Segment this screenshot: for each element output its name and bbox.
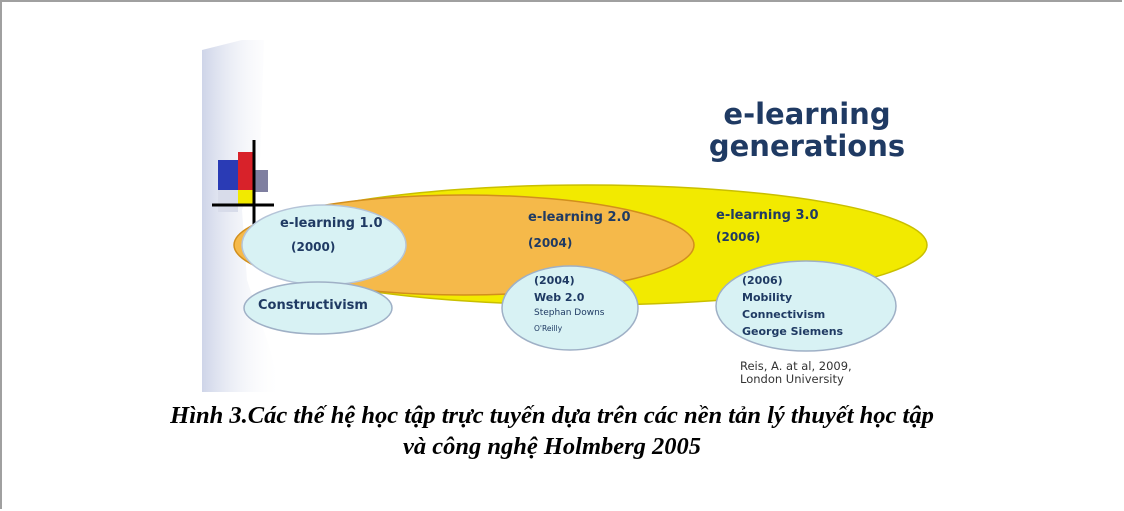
diagram-title-line2: generations bbox=[708, 129, 906, 163]
elearning-generations-figure: e-learning generations e-learning 1.0 (2… bbox=[202, 40, 942, 392]
gen1-year: (2000) bbox=[291, 240, 336, 254]
diagram-graphic bbox=[202, 40, 928, 392]
web2-tech: Web 2.0 bbox=[534, 291, 585, 304]
gen3-name: e-learning 3.0 bbox=[716, 208, 819, 223]
citation-line1: Reis, A. at al, 2009, bbox=[740, 359, 852, 373]
decorative-background-shape bbox=[202, 40, 282, 392]
constructivism-label: Constructivism bbox=[258, 298, 368, 313]
citation: Reis, A. at al, 2009, London University bbox=[740, 360, 852, 386]
mobility-tech: Mobility bbox=[742, 291, 793, 304]
web2-year: (2004) bbox=[534, 274, 575, 287]
constructivism-bubble bbox=[243, 281, 393, 335]
gen2-name: e-learning 2.0 bbox=[528, 210, 631, 225]
citation-line2: London University bbox=[740, 372, 844, 386]
figure-caption-line1: Hình 3.Các thế hệ học tập trực tuyến dựa… bbox=[170, 402, 934, 429]
decorative-squares-icon bbox=[212, 140, 274, 232]
web2-bubble bbox=[501, 265, 639, 351]
gen1-name: e-learning 1.0 bbox=[280, 216, 383, 231]
mobility-year: (2006) bbox=[742, 274, 783, 287]
mobility-theory: Connectivism bbox=[742, 308, 826, 321]
gen2-year: (2004) bbox=[528, 236, 573, 250]
mobility-person: George Siemens bbox=[742, 325, 844, 338]
web2-person1: Stephan Downs bbox=[534, 308, 605, 318]
gen3-year: (2006) bbox=[716, 230, 761, 244]
diagram-title: e-learning generations bbox=[672, 98, 942, 162]
mobility-bubble bbox=[715, 260, 897, 352]
diagram-title-line1: e-learning bbox=[723, 97, 891, 131]
web2-person2: O'Reilly bbox=[534, 324, 563, 333]
figure-caption: Hình 3.Các thế hệ học tập trực tuyến dựa… bbox=[152, 400, 952, 462]
figure-caption-line2: và công nghệ Holmberg 2005 bbox=[402, 433, 702, 460]
